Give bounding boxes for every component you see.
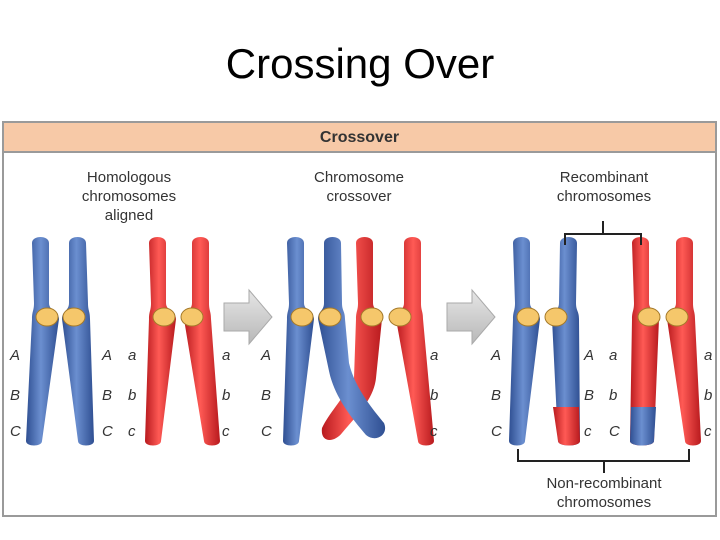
centromere	[360, 307, 384, 327]
centromere	[544, 307, 568, 327]
gene-label-c: c	[584, 423, 592, 440]
gene-label-A: A	[584, 347, 595, 364]
arrow-right-icon	[446, 288, 496, 346]
centromere	[180, 307, 204, 327]
gene-label-A: A	[10, 347, 21, 364]
gene-label-B: B	[10, 387, 21, 404]
gene-label-b: b	[704, 387, 713, 404]
caption-chromosome-crossover: Chromosome crossover	[313, 169, 405, 205]
gene-label-c: c	[222, 423, 230, 440]
centromere	[637, 307, 661, 327]
gene-label-a: a	[704, 347, 713, 364]
gene-label-B: B	[102, 387, 113, 404]
crossover-diagram	[26, 221, 701, 473]
chromosome-blue-nonrecombinant	[509, 237, 540, 446]
centromere	[35, 307, 59, 327]
caption-recombinant-chromosomes: Recombinant chromosomes	[556, 169, 652, 205]
gene-label-a: a	[222, 347, 231, 364]
gene-label-B: B	[261, 387, 272, 404]
centromere	[290, 307, 314, 327]
crossover-figure: Crossover Homologous chromosomes aligned…	[2, 121, 717, 517]
gene-label-C: C	[491, 423, 502, 440]
centromere	[388, 307, 412, 327]
chromosome-red-recombinant	[630, 237, 659, 446]
chromosome-blue-crossover-2	[318, 237, 386, 439]
gene-label-b: b	[430, 387, 439, 404]
caption-nonrecombinant-chromosomes: Non-recombinant chromosomes	[546, 475, 662, 511]
gene-label-A: A	[491, 347, 502, 364]
nonrecombinant-bracket	[517, 449, 690, 473]
chromosome-red-nonrecombinant	[667, 237, 701, 446]
gene-label-C: C	[609, 423, 620, 440]
chromosome-blue-crossover-1	[283, 237, 314, 446]
arrow-right-icon	[223, 288, 273, 346]
centromere	[152, 307, 176, 327]
centromere	[665, 307, 689, 327]
chromosome-red-left-1	[145, 237, 176, 446]
centromere	[62, 307, 86, 327]
gene-label-B: B	[491, 387, 502, 404]
chromosome-red-crossover-1	[321, 237, 382, 440]
centromere	[516, 307, 540, 327]
slide-title: Crossing Over	[225, 40, 495, 87]
gene-label-c: c	[128, 423, 136, 440]
gene-label-b: b	[222, 387, 231, 404]
gene-label-b: b	[128, 387, 137, 404]
gene-label-c: c	[704, 423, 712, 440]
gene-label-A: A	[261, 347, 272, 364]
chromosome-blue-left-2	[62, 237, 94, 446]
gene-label-C: C	[10, 423, 21, 440]
chromosome-blue-left-1	[26, 237, 59, 446]
chromosome-blue-recombinant	[552, 237, 580, 446]
gene-label-a: a	[609, 347, 618, 364]
gene-label-a: a	[128, 347, 137, 364]
gene-label-C: C	[261, 423, 272, 440]
gene-label-B: B	[584, 387, 595, 404]
gene-label-b: b	[609, 387, 618, 404]
recombinant-bracket	[564, 221, 642, 245]
gene-label-A: A	[102, 347, 113, 364]
caption-homologous-aligned: Homologous chromosomes aligned	[81, 169, 177, 224]
centromere	[318, 307, 342, 327]
chromosome-red-left-2	[184, 237, 220, 446]
gene-label-a: a	[430, 347, 439, 364]
gene-label-C: C	[102, 423, 113, 440]
chromosome-red-crossover-2	[396, 237, 434, 446]
figure-header: Crossover	[4, 123, 715, 153]
gene-label-c: c	[430, 423, 438, 440]
